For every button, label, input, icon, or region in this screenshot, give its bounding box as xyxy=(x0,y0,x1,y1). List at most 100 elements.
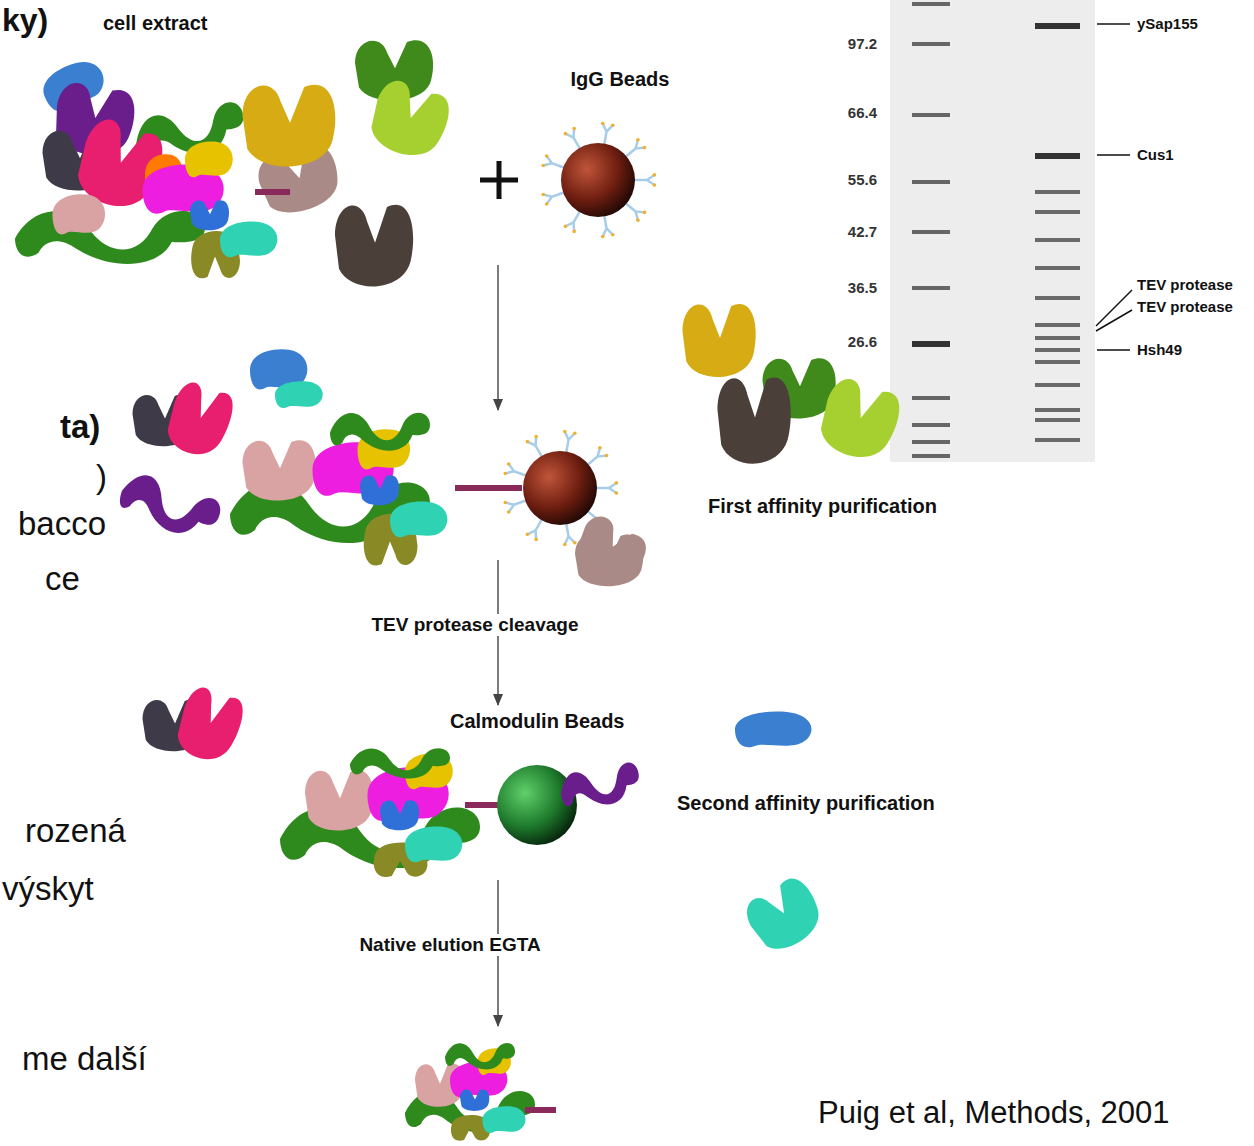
stage-group: IgG Beads xyxy=(545,62,695,227)
protein-shape xyxy=(305,770,373,830)
protein-shape xyxy=(335,205,413,287)
antibody-tip xyxy=(611,233,615,237)
step-arrow xyxy=(497,265,498,410)
antibody-tip xyxy=(503,472,507,476)
edge-label: TEV protease cleavage xyxy=(369,614,582,636)
marker-band xyxy=(912,180,950,184)
sample-band xyxy=(1035,383,1080,387)
protein-shape xyxy=(330,413,430,451)
antibody-tip xyxy=(601,122,605,126)
antibody-tip xyxy=(573,432,577,436)
sample-band xyxy=(1035,153,1080,159)
antibody-tip xyxy=(643,211,647,215)
marker-band xyxy=(912,2,950,6)
band-name: Cus1 xyxy=(1137,146,1174,163)
antibody-stem xyxy=(604,214,606,228)
antibody-tip xyxy=(615,491,619,495)
antibody-stem xyxy=(514,471,527,476)
citation-caption: Puig et al, Methods, 2001 xyxy=(818,1095,1170,1131)
stage-group: Calmodulin BeadsSecond affinity purifica… xyxy=(150,705,670,880)
marker-band xyxy=(912,341,950,347)
antibody-stem xyxy=(625,149,636,158)
marker-size: 26.6 xyxy=(848,333,877,350)
sample-band xyxy=(1035,238,1080,242)
antibody-tip xyxy=(563,543,567,547)
protein-shape xyxy=(170,683,249,768)
antibody-stem xyxy=(552,192,565,197)
protein-shape xyxy=(360,475,399,505)
protein-shape xyxy=(160,378,239,463)
sample-band xyxy=(1035,210,1080,214)
marker-band xyxy=(912,454,950,458)
antibody-stem xyxy=(574,138,581,150)
protein-shape xyxy=(190,200,229,230)
leader-line xyxy=(1097,349,1130,351)
antibody-tip xyxy=(653,173,657,177)
antibody-tip xyxy=(503,501,507,505)
protein-shape xyxy=(380,800,419,830)
protein-shape xyxy=(185,142,233,178)
marker-band xyxy=(912,286,950,290)
stage-label: First affinity purification xyxy=(708,495,937,518)
sample-band xyxy=(1035,360,1080,364)
leader-line xyxy=(1097,154,1130,156)
tap-tag xyxy=(465,802,498,808)
gel-bands xyxy=(912,2,1080,458)
leader-line xyxy=(1096,310,1132,331)
slide-text: bacco xyxy=(18,505,106,543)
tap-tag xyxy=(525,1107,556,1113)
sample-band xyxy=(1035,266,1080,270)
antibody-stem xyxy=(604,132,606,146)
antibody-stem xyxy=(625,202,636,211)
slide-text: výskyt xyxy=(2,870,94,908)
protein-shape xyxy=(115,468,225,545)
slide-text: ta) xyxy=(60,408,100,446)
affinity-bead xyxy=(541,122,656,239)
slide-text: ky) xyxy=(2,2,48,39)
antibody-tip xyxy=(572,127,576,131)
marker-size: 97.2 xyxy=(848,35,877,52)
stage-group: First affinity purification xyxy=(120,410,660,560)
antibody-tip xyxy=(572,230,576,234)
antibody-stem xyxy=(566,522,568,536)
slide-text: ce xyxy=(45,560,80,598)
affinity-bead xyxy=(497,765,577,845)
antibody-stem xyxy=(595,487,609,490)
tap-tag xyxy=(255,189,290,195)
antibody-tip xyxy=(526,440,530,444)
protein-shape xyxy=(445,1043,515,1070)
gel-background xyxy=(890,0,1095,462)
stage-label: IgG Beads xyxy=(571,68,670,91)
slide-text: ) xyxy=(96,458,107,496)
protein-shape xyxy=(15,211,205,264)
protein-shape xyxy=(570,510,652,585)
marker-band xyxy=(912,396,950,400)
protein-shape xyxy=(812,373,906,467)
sample-band xyxy=(1035,23,1080,29)
antibody-tip xyxy=(563,430,567,434)
protein-shape xyxy=(363,75,455,165)
band-name: TEV protease xyxy=(1137,276,1233,293)
protein-shape xyxy=(740,873,829,959)
antibody-tip xyxy=(541,164,545,168)
antibody-tip xyxy=(611,124,615,128)
slide-text: me další xyxy=(22,1040,147,1078)
sample-band xyxy=(1035,336,1080,340)
leader-line xyxy=(1097,23,1130,25)
protein-shape xyxy=(275,381,323,408)
protein-shape xyxy=(405,827,462,863)
sample-band xyxy=(1035,348,1080,352)
antibody-tip xyxy=(605,454,609,458)
antibody-tip xyxy=(541,193,545,197)
gel-leaders xyxy=(1096,24,1132,350)
stage-group: cell extract xyxy=(10,8,510,265)
antibody-tip xyxy=(526,533,530,537)
band-name: TEV protease xyxy=(1137,298,1233,315)
antibody-tip xyxy=(534,435,538,439)
antibody-tip xyxy=(598,446,602,450)
protein-shape xyxy=(53,194,106,234)
sample-band xyxy=(1035,418,1080,422)
marker-size: 55.6 xyxy=(848,171,877,188)
protein-shape xyxy=(243,85,336,167)
antibody-tip xyxy=(573,541,577,545)
